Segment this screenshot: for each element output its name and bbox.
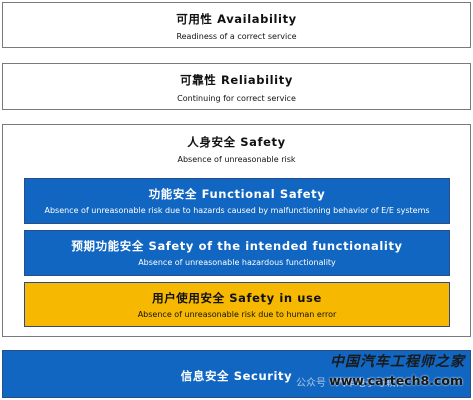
sotif-box: 预期功能安全 Safety of the intended functional… [24,230,450,276]
watermark-site: www.cartech8.com [329,373,463,388]
reliability-box: 可靠性 Reliability Continuing for correct s… [2,63,471,110]
safety-in-use-title: 用户使用安全 Safety in use [152,291,322,305]
functional-safety-subtitle: Absence of unreasonable risk due to haza… [44,206,430,215]
safety-in-use-subtitle: Absence of unreasonable risk due to huma… [137,310,337,319]
security-title: 信息安全 Security [180,369,293,383]
functional-safety-box: 功能安全 Functional Safety Absence of unreas… [24,178,450,224]
watermark-publisher: 公众号 · 汽车电子与软件 [296,378,406,389]
reliability-title: 可靠性 Reliability [180,73,293,87]
sotif-subtitle: Absence of unreasonable hazardous functi… [138,258,336,267]
availability-box: 可用性 Availability Readiness of a correct … [2,2,471,48]
safety-in-use-box: 用户使用安全 Safety in use Absence of unreason… [24,282,450,327]
reliability-subtitle: Continuing for correct service [177,94,296,103]
watermark-logo: 中国汽车工程师之家 [330,354,465,370]
safety-box: 人身安全 Safety Absence of unreasonable risk… [2,124,471,337]
availability-title: 可用性 Availability [176,12,297,26]
security-box: 信息安全 Security [2,350,471,398]
safety-subtitle: Absence of unreasonable risk [177,155,296,164]
functional-safety-title: 功能安全 Functional Safety [148,187,326,201]
availability-subtitle: Readiness of a correct service [176,32,297,41]
safety-title: 人身安全 Safety [187,135,286,149]
sotif-title: 预期功能安全 Safety of the intended functional… [71,239,403,253]
